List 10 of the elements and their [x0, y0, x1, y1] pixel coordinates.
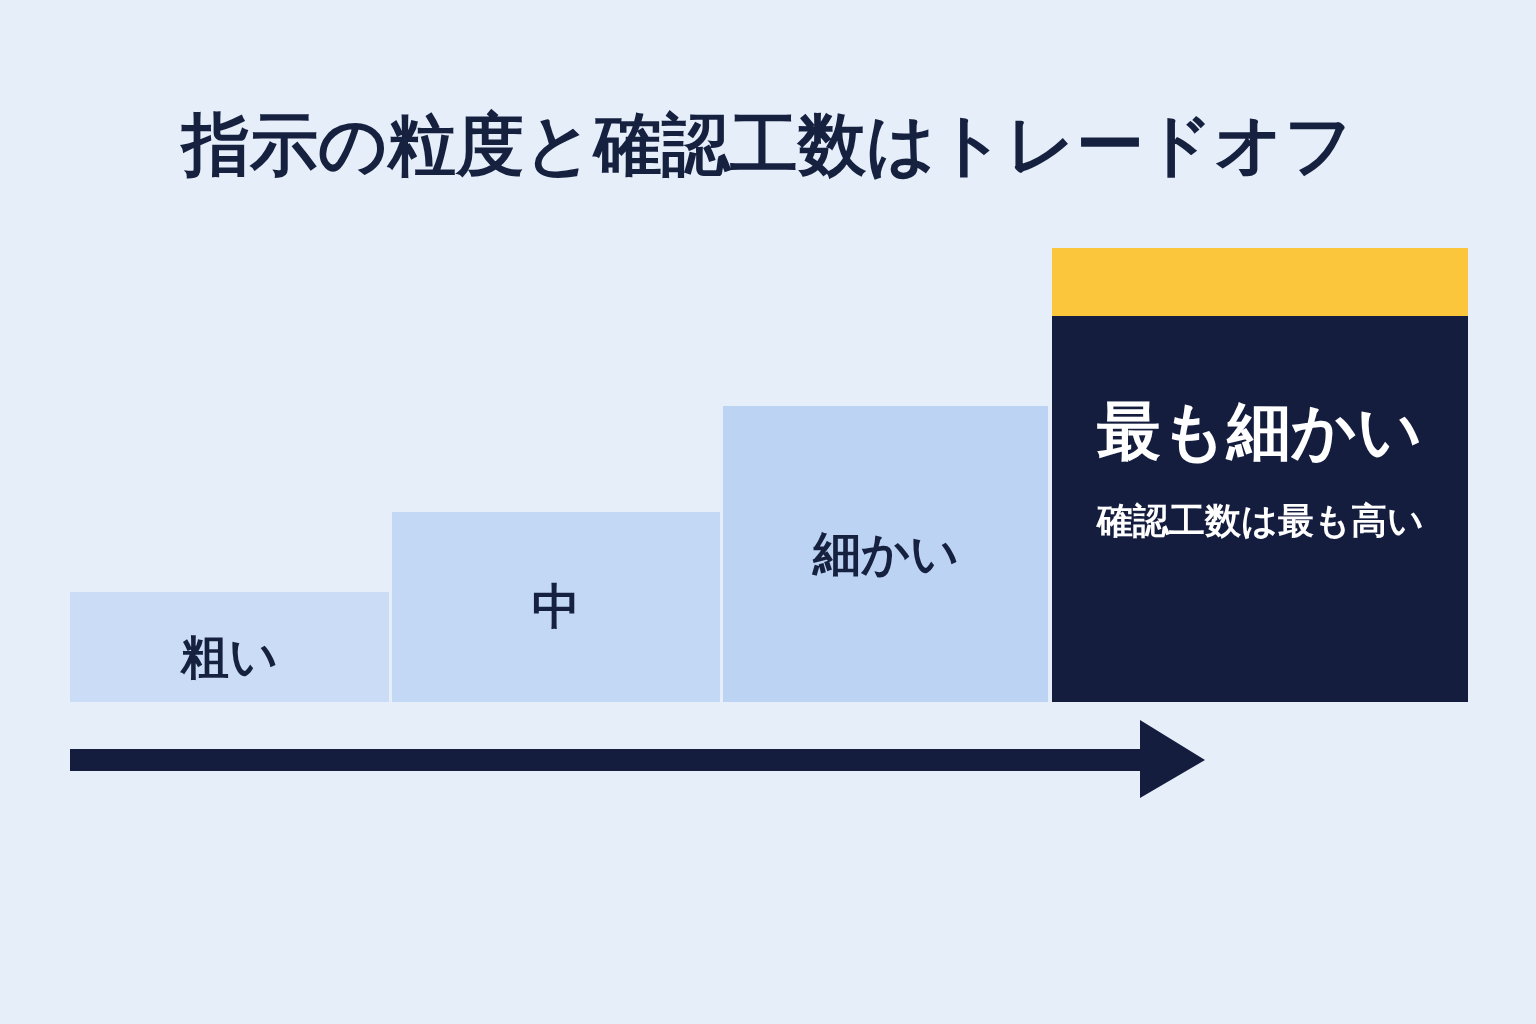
- step-label: 最も細かい: [1097, 393, 1423, 470]
- step-note: 確認工数は最も高い: [1096, 499, 1424, 543]
- title: 指示の粒度と確認工数はトレードオフ: [179, 104, 1355, 186]
- highlight-box: [1052, 248, 1468, 702]
- step-box: [723, 406, 1048, 702]
- step-label: 粗い: [181, 627, 278, 686]
- step-label: 細かい: [812, 524, 959, 583]
- step-box: [70, 592, 389, 702]
- step-box: [392, 512, 720, 702]
- step-label: 中: [532, 577, 580, 636]
